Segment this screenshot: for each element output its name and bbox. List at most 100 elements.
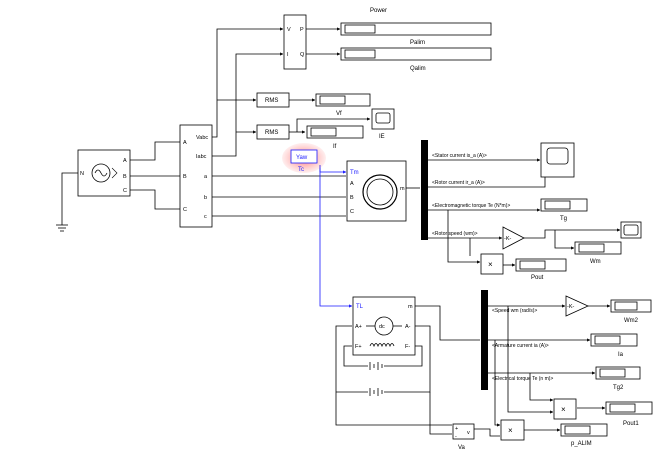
display-ia[interactable]: Ia [590, 333, 638, 358]
display-qalim-label: Qalim [410, 66, 426, 72]
dc-port-tl: TL [356, 304, 364, 310]
dc-port-m: m [408, 304, 413, 310]
display-pout1[interactable]: Pout1 [605, 401, 653, 427]
asynchronous-machine[interactable]: Tm A B C m [346, 160, 407, 222]
dc-port-a-plus: A+ [355, 324, 362, 330]
va-port-minus: - [455, 434, 457, 440]
display-pout1-label: Pout1 [623, 421, 639, 427]
meas-port-oc: c [204, 214, 207, 220]
display-pout-label: Pout [531, 275, 544, 281]
async-port-c: C [350, 209, 354, 215]
va-port-v: v [467, 430, 470, 436]
bus1-signal-stator-current: <Stator current is_a (A)> [432, 153, 487, 159]
source-port-n: N [80, 171, 84, 177]
product-block-2[interactable]: × [553, 398, 577, 420]
bus-selector-2[interactable] [481, 290, 488, 390]
display-palim[interactable]: Palim [340, 22, 492, 46]
product-block-1[interactable]: × [480, 253, 504, 275]
display-wm2-label: Wm2 [624, 318, 639, 324]
gain-block-2[interactable]: -K- [565, 295, 589, 317]
power-port-p: P [300, 27, 304, 33]
meas-port-ob: b [204, 195, 207, 201]
display-ia-label: Ia [618, 352, 624, 358]
product-3-label: × [508, 426, 513, 435]
wires [61, 27, 621, 437]
field-coil-icon [369, 343, 395, 348]
meas-port-vabc: Vabc [196, 135, 208, 141]
async-port-b: B [350, 195, 354, 201]
three-phase-measurement[interactable]: A B C Vabc Iabc a b c [179, 124, 213, 228]
gain-1-label: -K- [504, 236, 512, 242]
meas-port-oa: a [204, 174, 208, 180]
voltage-measurement-va[interactable]: + - v Va [452, 423, 475, 451]
rms-block-2[interactable]: RMS [256, 124, 290, 140]
scope-ie[interactable]: IE [371, 108, 395, 140]
source-port-b: B [123, 174, 127, 180]
meas-port-a: A [183, 140, 187, 146]
yaw-tc-label: Tc [298, 167, 304, 173]
async-port-tm: Tm [350, 170, 359, 176]
display-if-label: If [333, 144, 337, 150]
display-if[interactable]: If [306, 125, 364, 150]
display-wm2[interactable]: Wm2 [610, 299, 652, 324]
gain-block-1[interactable]: -K- [502, 226, 525, 250]
display-pout[interactable]: Pout [515, 258, 567, 281]
yaw-label: Yaw [296, 155, 308, 161]
power-block[interactable]: Power V I P Q [283, 8, 387, 70]
display-palim-label: Palim [410, 40, 425, 46]
bus1-signal-rotor-current: <Rotor current ir_a (A)> [432, 180, 485, 186]
product-1-label: × [488, 260, 493, 269]
bus2-signal-torque: <Electrical torque Te (n m)> [492, 376, 553, 382]
display-p-alim[interactable]: p_ALIM [560, 423, 608, 447]
source-port-a: A [123, 158, 127, 164]
bus2-signals: <Speed wm (rad/s)> <Armature current ia … [492, 308, 553, 382]
meas-port-b: B [183, 174, 187, 180]
va-port-plus: + [455, 426, 458, 432]
dc-source-2-icon[interactable] [369, 388, 383, 396]
power-port-v: V [287, 27, 291, 33]
scope-stator[interactable] [540, 142, 575, 178]
bus1-signals: <Stator current is_a (A)> <Rotor current… [432, 153, 510, 237]
async-port-m: m [400, 186, 405, 192]
display-wm[interactable]: Wm [574, 241, 622, 265]
display-tg-label: Tg [560, 216, 567, 222]
async-port-a: A [350, 181, 354, 187]
bus1-signal-torque: <Electromagnetic torque Te (N*m)> [432, 203, 510, 209]
va-label: Va [458, 445, 466, 451]
ac-source-icon [91, 163, 111, 183]
scope-speed[interactable] [620, 221, 642, 239]
dc-port-f-plus: F+ [355, 344, 362, 350]
meas-port-c: C [183, 207, 187, 213]
gain-2-label: -K- [567, 304, 575, 310]
bus2-signal-speed: <Speed wm (rad/s)> [492, 308, 537, 314]
bus-selector-1[interactable] [421, 140, 428, 240]
rms-2-label: RMS [265, 130, 278, 136]
display-p-alim-label: p_ALIM [571, 441, 592, 447]
power-port-q: Q [300, 52, 305, 58]
product-block-3[interactable]: × [500, 419, 525, 441]
dc-machine[interactable]: TL m A+ A- F+ F- dc [352, 296, 416, 356]
display-tg2[interactable]: Tg2 [595, 366, 641, 391]
dc-port-f-minus: F- [405, 344, 410, 350]
induction-motor-icon [362, 174, 398, 210]
dc-port-a-minus: A- [405, 324, 411, 330]
dc-label: dc [379, 324, 385, 330]
power-port-i: I [287, 52, 289, 58]
meas-port-iabc: Iabc [196, 154, 207, 160]
bus1-signal-rotor-speed: <Rotor speed (wm)> [432, 231, 478, 237]
three-phase-source[interactable]: N A B C [77, 149, 131, 197]
display-wm-label: Wm [590, 259, 601, 265]
display-vf[interactable]: Vf [315, 93, 371, 117]
dc-source-1-icon[interactable] [369, 362, 383, 370]
ground-icon [56, 224, 68, 232]
yaw-block[interactable]: Yaw Tc [282, 143, 326, 173]
rms-1-label: RMS [265, 98, 278, 104]
product-2-label: × [561, 405, 566, 414]
display-qalim[interactable]: Qalim [340, 47, 492, 72]
power-title: Power [370, 8, 387, 14]
bus2-signal-armature-current: <Armature current ia (A)> [492, 343, 549, 349]
display-tg[interactable]: Tg [540, 198, 588, 222]
scope-ie-label: IE [379, 134, 385, 140]
rms-block-1[interactable]: RMS [256, 92, 290, 108]
